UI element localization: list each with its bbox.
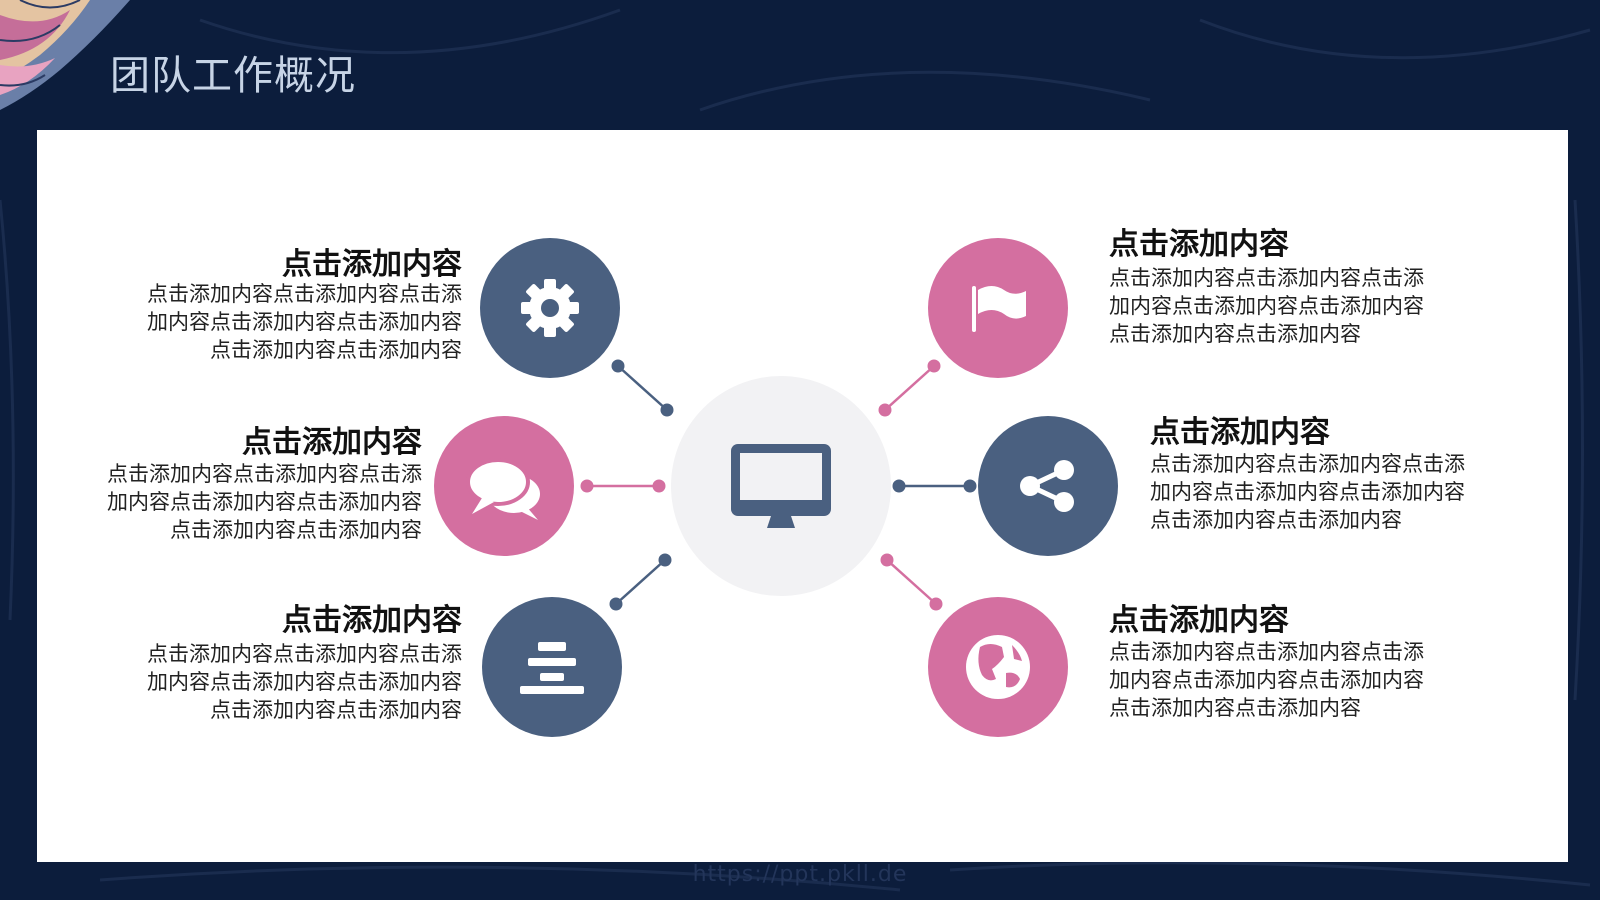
node-circle-left-bottom [482, 597, 622, 737]
gear-icon [521, 279, 579, 337]
share-icon [1020, 460, 1074, 512]
node-title-left-top: 点击添加内容 [282, 247, 462, 282]
node-circle-right-middle [978, 416, 1118, 556]
slide-title: 团队工作概况 [110, 53, 356, 99]
node-title-left-bottom: 点击添加内容 [282, 603, 462, 638]
node-text-right-top: 点击添加内容点击添加内容点击添加内容点击添加内容点击添加内容点击添加内容点击添加… [1109, 266, 1424, 346]
connector-left-top [611, 359, 674, 417]
chat-bubbles-icon [466, 458, 540, 520]
content-panel: 点击添加内容 点击添加内容点击添加内容点击添加内容点击添加内容点击添加内容点击添… [37, 130, 1568, 862]
connector-right-middle [892, 479, 977, 493]
node-text-left-top: 点击添加内容点击添加内容点击添加内容点击添加内容点击添加内容点击添加内容点击添加… [147, 282, 462, 362]
connector-right-top [878, 359, 941, 417]
node-title-right-bottom: 点击添加内容 [1109, 603, 1289, 638]
globe-icon [966, 635, 1030, 699]
node-title-right-middle: 点击添加内容 [1150, 415, 1330, 450]
hub-diagram [434, 238, 1118, 737]
node-text-right-bottom: 点击添加内容点击添加内容点击添加内容点击添加内容点击添加内容点击添加内容点击添加… [1109, 640, 1424, 720]
watermark-text: https://ppt.pkll.de [692, 862, 908, 887]
node-title-left-middle: 点击添加内容 [242, 425, 422, 460]
monitor-icon [731, 444, 831, 528]
connector-left-middle [580, 479, 666, 493]
node-text-right-middle: 点击添加内容点击添加内容点击添加内容点击添加内容点击添加内容点击添加内容点击添加… [1150, 452, 1465, 532]
flag-icon [972, 286, 1026, 332]
node-text-left-bottom: 点击添加内容点击添加内容点击添加内容点击添加内容点击添加内容点击添加内容点击添加… [147, 642, 462, 722]
decorative-leaf-corner [0, 0, 130, 110]
connector-left-bottom [609, 553, 672, 611]
stack-icon [520, 642, 584, 694]
node-title-right-top: 点击添加内容 [1109, 227, 1289, 262]
connector-right-bottom [880, 553, 943, 611]
node-text-left-middle: 点击添加内容点击添加内容点击添加内容点击添加内容点击添加内容点击添加内容点击添加… [107, 462, 422, 542]
